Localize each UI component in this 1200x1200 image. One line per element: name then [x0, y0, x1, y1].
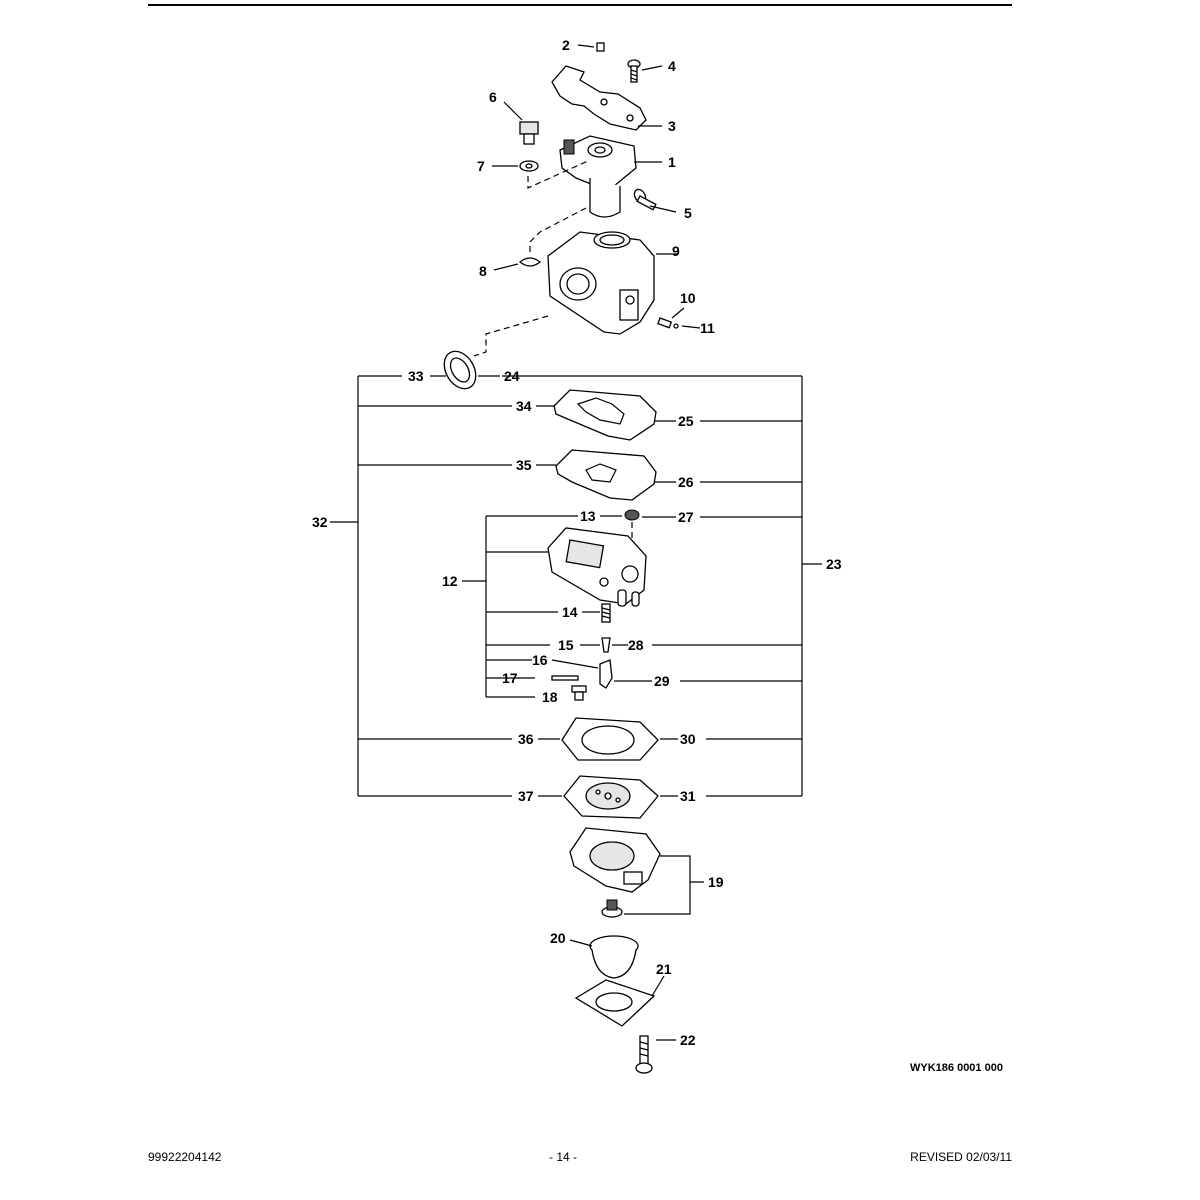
part-22-screw: [635, 1035, 653, 1074]
part-12-metering-body: [547, 527, 647, 607]
part-16-lever: [599, 659, 613, 689]
part-17-pin: [551, 675, 579, 681]
callout-7: 7: [477, 158, 485, 174]
callout-2: 2: [562, 37, 570, 53]
callout-32: 32: [312, 514, 328, 530]
dashed-guide: [473, 315, 549, 357]
part-7-washer-hole: [525, 163, 533, 169]
callout-36: 36: [518, 731, 534, 747]
callout-16: 16: [532, 652, 548, 668]
part-33-24-seal: [443, 350, 477, 390]
part-1-throttle-body: [559, 135, 637, 218]
callout-25: 25: [678, 413, 694, 429]
bracket-23-leads: [502, 375, 822, 797]
callout-5: 5: [684, 205, 692, 221]
bracket-19: [624, 855, 704, 915]
callout-6: 6: [489, 89, 497, 105]
callout-21: 21: [656, 961, 672, 977]
part-20-primer-bulb: [589, 935, 639, 979]
part-3-hole: [600, 98, 608, 106]
callout-9: 9: [672, 243, 680, 259]
callout-15: 15: [558, 637, 574, 653]
part-21-retainer: [574, 979, 656, 1027]
callout-18: 18: [542, 689, 558, 705]
part-3-hole: [626, 114, 634, 122]
part-14-spring: [601, 603, 611, 623]
callout-24: 24: [504, 368, 520, 384]
top-rule: [148, 4, 1012, 6]
part-2-pin: [596, 42, 605, 52]
callout-8: 8: [479, 263, 487, 279]
footer-revision-date: REVISED 02/03/11: [910, 1150, 1012, 1164]
callout-20: 20: [550, 930, 566, 946]
gasket-36-30: [561, 717, 659, 761]
part-18-screw: [571, 685, 587, 701]
part-10-11-jet: [657, 317, 679, 329]
callout-3: 3: [668, 118, 676, 134]
gasket-34-25: [553, 389, 657, 441]
part-13-27-valve: [624, 509, 640, 521]
callout-1: 1: [668, 154, 676, 170]
callout-31: 31: [680, 788, 696, 804]
callout-37: 37: [518, 788, 534, 804]
part-15-28-needle: [601, 637, 611, 653]
dashed-guide: [527, 159, 591, 189]
bracket-32-leads: [330, 375, 512, 797]
bracket-12-leads: [462, 515, 578, 698]
gasket-35-26: [555, 449, 657, 501]
part-3-bracket: [551, 65, 647, 131]
figure-id: WYK186 0001 000: [910, 1062, 1003, 1074]
callout-26: 26: [678, 474, 694, 490]
callout-17: 17: [502, 670, 518, 686]
callout-28: 28: [628, 637, 644, 653]
part-8-clip: [518, 257, 542, 267]
callout-34: 34: [516, 398, 532, 414]
callout-10: 10: [680, 290, 696, 306]
callout-19: 19: [708, 874, 724, 890]
callout-27: 27: [678, 509, 694, 525]
callout-12: 12: [442, 573, 458, 589]
part-6-adjust-screw: [519, 121, 539, 145]
callout-33: 33: [408, 368, 424, 384]
diaphragm-37-31: [563, 775, 659, 819]
callout-11: 11: [700, 320, 715, 336]
callout-13: 13: [580, 508, 596, 524]
callout-4: 4: [668, 58, 676, 74]
dashed-guide: [529, 207, 587, 256]
footer-page-number: - 14 -: [548, 1150, 577, 1164]
callout-23: 23: [826, 556, 842, 572]
callout-29: 29: [654, 673, 670, 689]
callout-35: 35: [516, 457, 532, 473]
part-4-screw: [627, 59, 641, 83]
part-9-carburetor-body: [547, 231, 655, 335]
callout-14: 14: [562, 604, 578, 620]
part-19-pump-cover: [569, 827, 661, 893]
callout-22: 22: [680, 1032, 696, 1048]
callout-30: 30: [680, 731, 696, 747]
part-19-fitting: [601, 899, 623, 918]
footer-part-number: 99922204142: [148, 1150, 222, 1164]
